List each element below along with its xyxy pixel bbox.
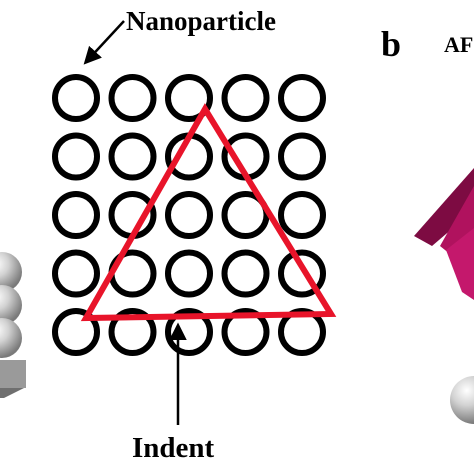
nanoparticle-ring	[165, 249, 213, 298]
sphere	[0, 285, 22, 325]
left-sphere-stack	[0, 252, 26, 398]
nanoparticle-ring	[165, 308, 213, 356]
nanoparticle-ring	[165, 191, 213, 239]
indent-label: Indent	[132, 432, 215, 464]
afm-tip-shade	[414, 168, 474, 246]
nanoparticle-ring	[52, 308, 100, 356]
nanoparticle-ring	[221, 308, 270, 356]
afm-tip-front	[446, 228, 474, 300]
nanoparticle-ring	[278, 132, 326, 181]
nanoparticle-ring	[278, 308, 326, 356]
nanoparticle-ring	[278, 249, 326, 298]
nanoparticle-ring	[52, 191, 100, 239]
nanoparticle-ring	[165, 74, 213, 122]
nanoparticle-label: Nanoparticle	[126, 6, 276, 36]
nanoparticle-ring	[278, 74, 326, 122]
substrate-shadow	[0, 388, 24, 398]
indent-triangle	[80, 103, 337, 322]
nanoparticle-ring	[221, 191, 270, 239]
sphere	[0, 318, 22, 358]
probe-sphere	[450, 376, 474, 424]
substrate-block	[0, 360, 26, 388]
afm-tip	[414, 168, 474, 300]
nanoparticle-ring	[52, 132, 100, 181]
nanoparticle-ring	[52, 249, 100, 298]
nanoparticle-ring	[108, 132, 157, 181]
nanoparticle-grid	[52, 74, 326, 356]
nanoparticle-ring	[221, 74, 270, 122]
nanoparticle-ring	[52, 74, 100, 122]
nanoparticle-ring	[221, 249, 270, 298]
nanoparticle-arrow	[83, 20, 125, 65]
sphere	[0, 252, 22, 292]
nanoparticle-ring	[278, 191, 326, 239]
panel-b-letter: b	[381, 24, 401, 64]
panel-b-title: AF	[444, 32, 473, 57]
nanoparticle-ring	[108, 74, 157, 122]
nanoparticle-ring	[108, 308, 157, 356]
